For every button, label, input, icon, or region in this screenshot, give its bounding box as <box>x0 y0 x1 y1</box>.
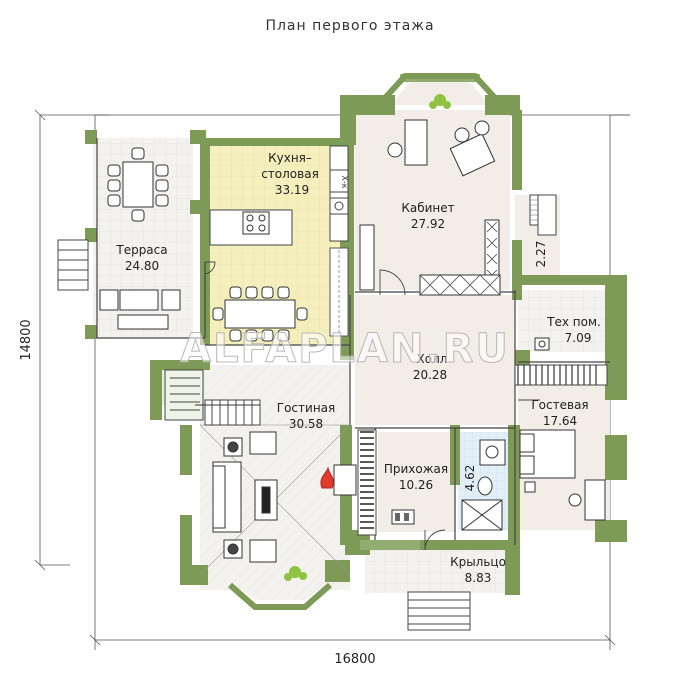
room-name-guest: Гостевая <box>531 398 588 412</box>
bay-floor <box>390 82 490 105</box>
room-area-terrace: 24.80 <box>125 259 159 273</box>
terrace-steps <box>57 239 89 291</box>
terrace-table <box>122 161 154 208</box>
room-area-kitchen: 33.19 <box>275 183 309 197</box>
cabinet-bay-window <box>382 73 498 101</box>
porch-floor <box>365 548 515 593</box>
room-area-cabinet: 27.92 <box>411 217 445 231</box>
bath-area: 4.62 <box>463 465 477 492</box>
living-furniture <box>199 424 357 576</box>
dining-table <box>224 299 296 329</box>
room-name-cabinet: Кабинет <box>401 201 454 215</box>
armchair-top <box>249 431 277 455</box>
staircase <box>164 369 261 426</box>
armchair-bottom <box>249 539 277 563</box>
tech-floor <box>518 290 610 352</box>
plant-icon-living <box>284 566 307 581</box>
bathroom-fixtures: 4.62 <box>461 439 506 531</box>
room-area-tech: 7.09 <box>565 331 592 345</box>
dimension-width: 16800 <box>334 652 375 667</box>
plant-icon <box>429 94 451 109</box>
terrace-sofa <box>119 289 159 311</box>
room-name-tech: Тех пом. <box>546 315 601 329</box>
storage-area: 2.27 <box>534 241 548 268</box>
desk <box>404 119 428 166</box>
living-bay-floor <box>230 580 330 600</box>
room-name-kitchen-2: столовая <box>261 167 319 181</box>
cooktop <box>242 211 270 235</box>
room-area-entry: 10.26 <box>399 478 433 492</box>
toilet <box>477 476 493 496</box>
plan-title: План первого этажа <box>265 18 434 34</box>
room-area-guest: 17.64 <box>543 414 577 428</box>
kitchen-furniture: Х-к <box>209 145 349 342</box>
entry-floor <box>378 432 456 532</box>
hall-floor <box>355 295 515 425</box>
entry-elements <box>357 429 415 536</box>
porch-steps <box>407 591 471 631</box>
watermark: ALFAPLAN.RU <box>180 326 510 372</box>
room-name-hall: Холл <box>417 352 448 366</box>
dimension-height: 14800 <box>19 319 34 360</box>
terrace-furniture <box>99 147 181 330</box>
fridge <box>329 169 349 193</box>
cabinet-shelf <box>359 224 375 291</box>
room-area-hall: 20.28 <box>413 368 447 382</box>
guest-furniture <box>519 429 606 521</box>
guest-desk <box>584 479 606 521</box>
kitchen-counter <box>329 145 349 242</box>
side-steps <box>537 194 557 236</box>
room-labels: Терраса 24.80 Кухня– столовая 33.19 Каби… <box>115 151 600 585</box>
door-arcs <box>204 261 540 551</box>
living-bay-window <box>228 582 332 610</box>
room-name-terrace: Терраса <box>115 243 167 257</box>
room-name-porch: Крыльцо <box>450 555 506 569</box>
room-name-living: Гостиная <box>277 401 335 415</box>
room-area-porch: 8.83 <box>465 571 492 585</box>
fireplace <box>333 464 357 496</box>
boiler-icon <box>534 337 550 351</box>
hall-elements <box>514 364 608 386</box>
room-area-living: 30.58 <box>289 417 323 431</box>
room-name-entry: Прихожая <box>384 462 448 476</box>
room-name-kitchen-1: Кухня– <box>268 151 312 165</box>
hall-wardrobe <box>419 274 501 296</box>
fridge-label: Х-к <box>340 175 349 188</box>
cabinet-furniture <box>359 119 501 296</box>
fire-icon <box>320 466 334 489</box>
